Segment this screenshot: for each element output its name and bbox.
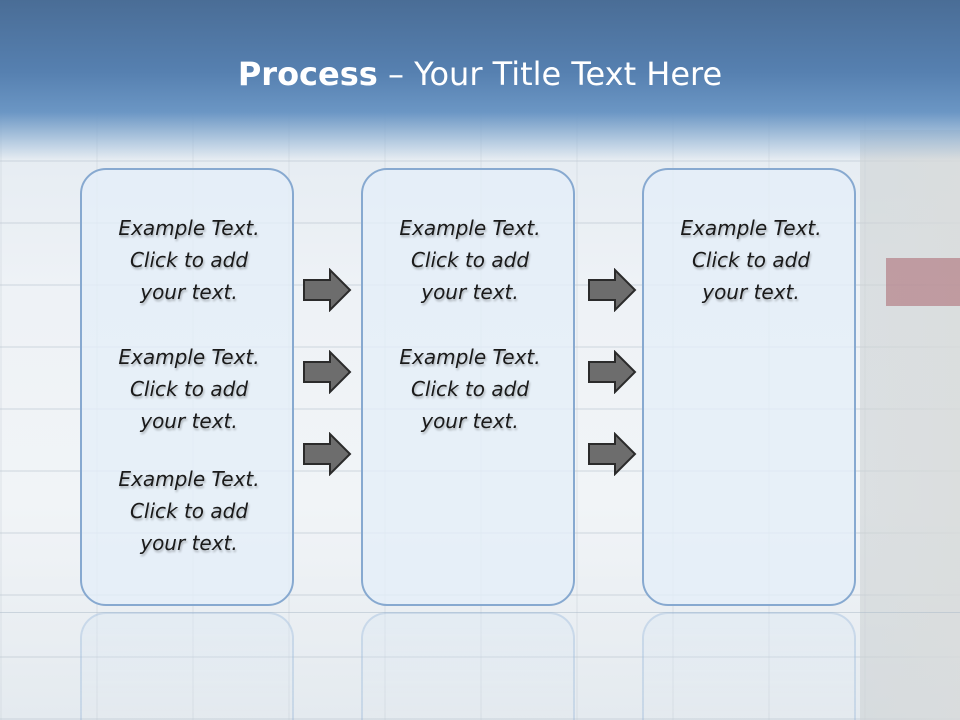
title-rest: – Your Title Text Here bbox=[377, 55, 723, 93]
right-arrow-icon[interactable] bbox=[302, 268, 352, 312]
text-placeholder[interactable]: Example Text. Click to add your text. bbox=[82, 212, 296, 308]
background-concrete bbox=[860, 130, 960, 720]
text-line: Example Text. bbox=[118, 467, 260, 491]
right-arrow-icon[interactable] bbox=[587, 350, 637, 394]
process-box-1[interactable]: Example Text. Click to add your text. Ex… bbox=[80, 168, 294, 606]
box-reflection bbox=[642, 612, 856, 720]
text-placeholder[interactable]: Example Text. Click to add your text. bbox=[363, 212, 577, 308]
text-placeholder[interactable]: Example Text. Click to add your text. bbox=[82, 341, 296, 437]
slide-title[interactable]: Process – Your Title Text Here bbox=[0, 52, 960, 96]
text-line: Example Text. bbox=[399, 216, 541, 240]
text-line: your text. bbox=[140, 531, 238, 555]
text-line: your text. bbox=[140, 409, 238, 433]
background-red-brick bbox=[886, 258, 960, 306]
text-placeholder[interactable]: Example Text. Click to add your text. bbox=[363, 341, 577, 437]
right-arrow-icon[interactable] bbox=[302, 432, 352, 476]
process-box-3[interactable]: Example Text. Click to add your text. bbox=[642, 168, 856, 606]
text-line: Click to add bbox=[129, 377, 249, 401]
text-placeholder[interactable]: Example Text. Click to add your text. bbox=[82, 463, 296, 559]
text-line: your text. bbox=[421, 409, 519, 433]
text-line: Example Text. bbox=[118, 345, 260, 369]
text-line: Example Text. bbox=[118, 216, 260, 240]
text-line: Click to add bbox=[410, 248, 530, 272]
title-bold: Process bbox=[237, 55, 378, 93]
text-line: Example Text. bbox=[680, 216, 822, 240]
text-line: your text. bbox=[140, 280, 238, 304]
right-arrow-icon[interactable] bbox=[587, 432, 637, 476]
header-band bbox=[0, 0, 960, 160]
text-line: your text. bbox=[421, 280, 519, 304]
right-arrow-icon[interactable] bbox=[587, 268, 637, 312]
text-line: Click to add bbox=[129, 499, 249, 523]
text-line: Click to add bbox=[691, 248, 811, 272]
text-line: your text. bbox=[702, 280, 800, 304]
box-reflection bbox=[80, 612, 294, 720]
reflection-line bbox=[0, 612, 960, 613]
text-line: Click to add bbox=[129, 248, 249, 272]
text-placeholder[interactable]: Example Text. Click to add your text. bbox=[644, 212, 858, 308]
box-reflection bbox=[361, 612, 575, 720]
text-line: Click to add bbox=[410, 377, 530, 401]
process-box-2[interactable]: Example Text. Click to add your text. Ex… bbox=[361, 168, 575, 606]
right-arrow-icon[interactable] bbox=[302, 350, 352, 394]
text-line: Example Text. bbox=[399, 345, 541, 369]
